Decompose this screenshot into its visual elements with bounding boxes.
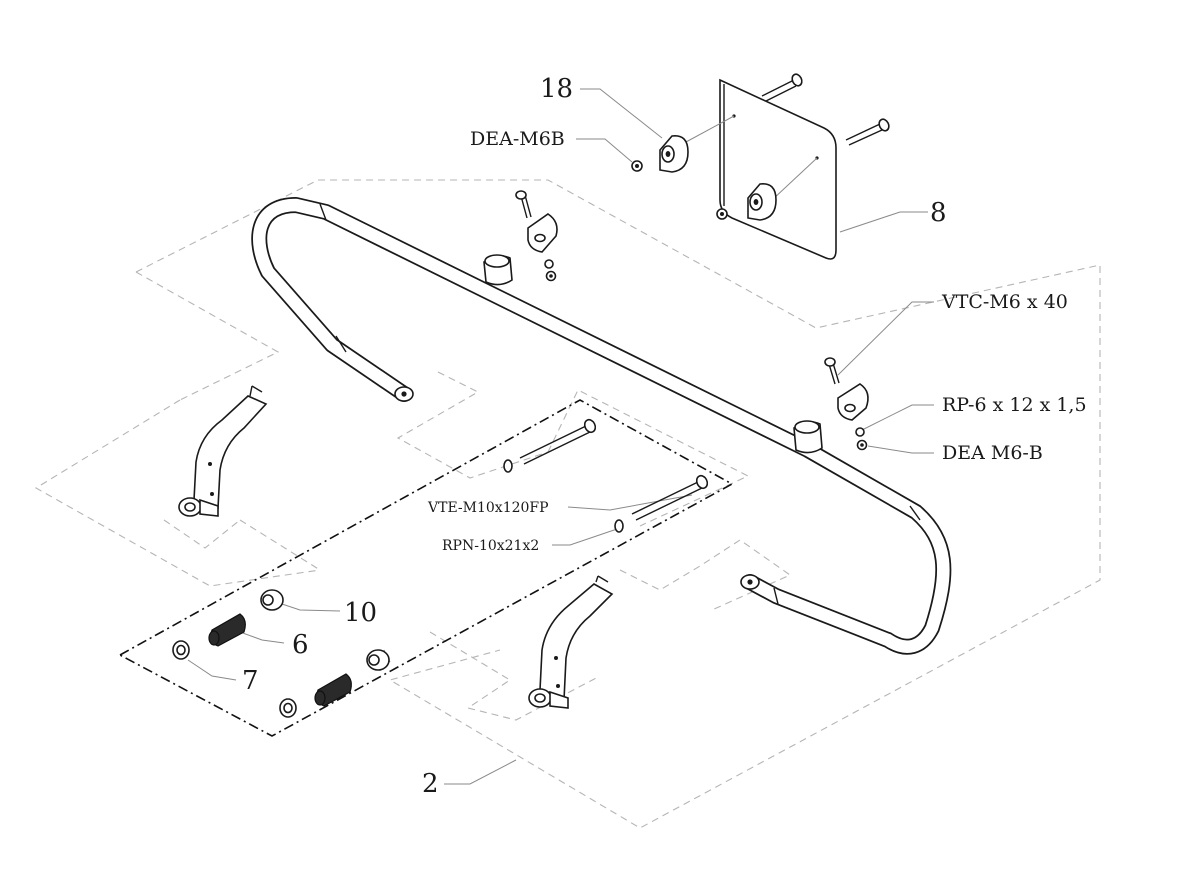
plate-bolts (685, 73, 890, 201)
callout-6: 6 (292, 630, 309, 660)
bracket-plate (719, 78, 837, 260)
clamp-lower (747, 183, 777, 221)
hardware-kit-box (118, 399, 734, 737)
callout-dea-m6b: DEA-M6B (470, 128, 565, 150)
callout-rpn-10: RPN-10x21x2 (442, 538, 540, 554)
bushing-nuts (172, 640, 297, 718)
leader-lines (187, 88, 934, 785)
upper-bushing-assembly (483, 190, 558, 286)
spacer-bushings (260, 589, 390, 671)
callout-vte-m10: VTE-M10x120FP (428, 500, 549, 516)
clamp-upper (659, 135, 689, 173)
callout-vtc-m6-40: VTC-M6 x 40 (942, 291, 1068, 313)
stabilizer-bar (251, 197, 952, 655)
assembly-guide-lines (34, 179, 1101, 829)
callout-8: 8 (930, 198, 947, 228)
long-bolts (519, 418, 709, 521)
mounting-bracket-right (528, 575, 614, 709)
callout-dea-m6-b: DEA M6-B (942, 442, 1043, 464)
mounting-bracket-left (178, 385, 268, 517)
rubber-sleeves (208, 613, 352, 707)
callout-7: 7 (242, 666, 259, 696)
right-bushing-assembly (793, 357, 869, 454)
callout-rp-6: RP-6 x 12 x 1,5 (942, 394, 1087, 416)
washers (503, 459, 624, 533)
callout-10: 10 (344, 598, 378, 628)
callout-18: 18 (540, 74, 574, 104)
callout-2: 2 (422, 769, 439, 799)
nuts-plate (631, 160, 728, 220)
